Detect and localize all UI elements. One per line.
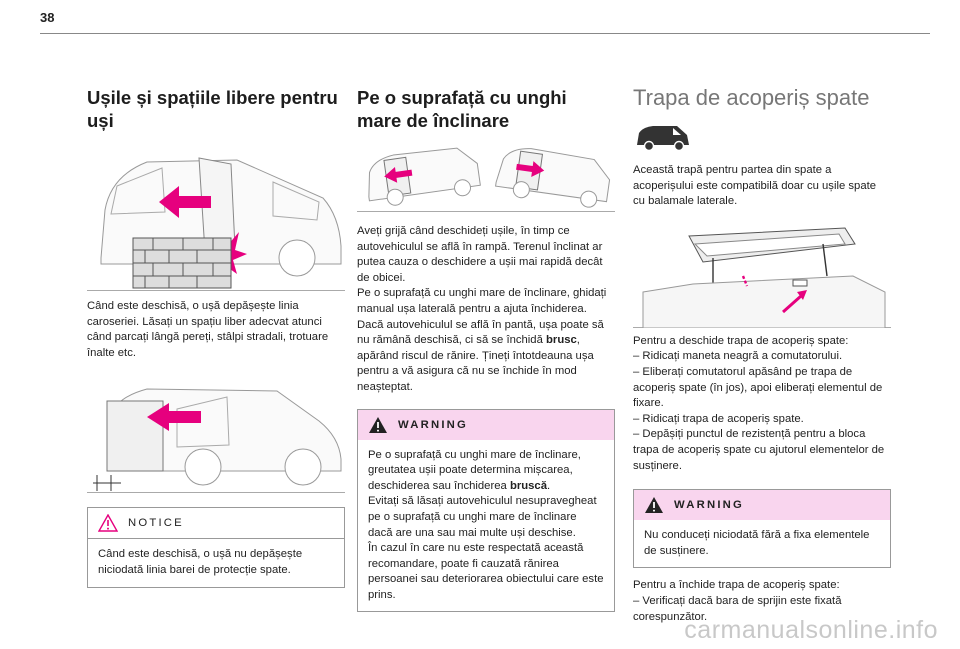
slope-paragraph-1: Aveți grijă când deschideți ușile, în ti… — [357, 225, 603, 284]
notice-header: NOTICE — [88, 508, 344, 538]
notice-box: NOTICE Când este deschisă, o ușă nu depă… — [87, 507, 345, 588]
column-roof-hatch: Trapa de acoperiș spate Această trapă pe… — [633, 78, 891, 625]
open-step-4: – Depășiți punctul de rezistență pentru … — [633, 428, 885, 472]
notice-body: Când este deschisă, o ușă nu depășește n… — [88, 538, 344, 586]
slope-warning-body: Pe o suprafață cu unghi mare de înclinar… — [358, 440, 614, 612]
figure-slope-vans — [357, 140, 615, 212]
close-instructions-title: Pentru a închide trapa de acoperiș spate… — [633, 579, 840, 592]
open-step-1: – Ridicați maneta neagră a comutatorului… — [633, 350, 843, 363]
slope-paragraph-3-bold: brusc — [546, 334, 577, 347]
page-number: 38 — [40, 10, 55, 25]
open-instructions: Pentru a deschide trapa de acoperiș spat… — [633, 334, 891, 474]
warning-triangle-icon — [645, 497, 663, 514]
watermark: carmanualsonline.info — [684, 616, 938, 644]
slope-paragraph-2: Pe o suprafață cu unghi mare de înclinar… — [357, 287, 607, 315]
notice-text: Când este deschisă, o ușă nu depășește n… — [98, 548, 303, 576]
close-step-1: – Verificați dacă bara de sprijin este f… — [633, 594, 842, 623]
slope-warning-box: WARNING Pe o suprafață cu unghi mare de … — [357, 408, 615, 613]
open-instructions-title: Pentru a deschide trapa de acoperiș spat… — [633, 334, 849, 347]
close-instructions: Pentru a închide trapa de acoperiș spate… — [633, 578, 891, 625]
section-title-slope: Pe o suprafață cu unghi mare de înclinar… — [357, 87, 567, 131]
warning-triangle-icon — [369, 416, 387, 433]
header-rule — [40, 33, 930, 34]
figure-door-clearance — [87, 375, 345, 494]
figure-roof-hatch — [633, 222, 891, 329]
column-slope: Pe o suprafață cu unghi mare de înclinar… — [357, 78, 615, 613]
slope-warning-label: WARNING — [398, 418, 468, 431]
open-step-2: – Eliberați comutatorul apăsând pe trapa… — [633, 365, 883, 410]
roof-hatch-intro: Această trapă pentru partea din spate a … — [633, 164, 877, 208]
roof-warning-label: WARNING — [674, 499, 744, 512]
caution-triangle-icon — [98, 514, 118, 533]
slope-warning-line-1-bold: bruscă — [509, 479, 547, 492]
roof-hatch-illustration — [642, 227, 886, 329]
roof-warning-box: WARNING Nu conduceți niciodată fără a fi… — [633, 489, 891, 569]
slope-text-block: Aveți grijă când deschideți ușile, în ti… — [357, 224, 615, 396]
slope-paragraph-3-text-a: Dacă autovehiculul se află în pantă, ușa… — [357, 318, 604, 347]
roof-warning-header: WARNING — [634, 490, 890, 521]
section-title-roof-hatch: Trapa de acoperiș spate — [633, 85, 870, 110]
slope-paragraph-3: Dacă autovehiculul se află în pantă, ușa… — [357, 318, 615, 396]
slope-paragraph-3-text-c: , apărând riscul de rănire. Țineți întot… — [357, 334, 594, 393]
column-doors: Ușile și spațiile libere pentru uși Când… — [87, 78, 345, 588]
van-wall-illustration — [100, 157, 342, 289]
slope-vans-illustration — [368, 147, 611, 208]
section-title-doors: Ușile și spațiile libere pentru uși — [87, 87, 338, 131]
van-clearance-illustration — [93, 388, 342, 492]
notice-label: NOTICE — [128, 517, 184, 530]
van-silhouette-icon — [637, 126, 689, 152]
slope-warning-line-1-text-a: Pe o suprafață cu unghi mare de înclinar… — [368, 448, 581, 492]
roof-warning-body: Nu conduceți niciodată fără a fixa eleme… — [634, 520, 890, 567]
slope-warning-line-3: În cazul în care nu este respectată acea… — [368, 542, 604, 601]
open-step-3: – Ridicați trapa de acoperiș spate. — [633, 412, 804, 425]
figure-open-door-wall — [87, 146, 345, 291]
slope-warning-line-2: Evitați să lăsați autovehiculul nesuprav… — [368, 495, 597, 539]
doors-paragraph: Când este deschisă, o ușă depășește lini… — [87, 300, 329, 359]
slope-warning-line-1: Pe o suprafață cu unghi mare de înclinar… — [368, 448, 604, 495]
slope-warning-line-1-text-c: . — [546, 479, 551, 492]
slope-warning-header: WARNING — [358, 409, 614, 440]
roof-warning-text: Nu conduceți niciodată fără a fixa eleme… — [644, 529, 870, 557]
